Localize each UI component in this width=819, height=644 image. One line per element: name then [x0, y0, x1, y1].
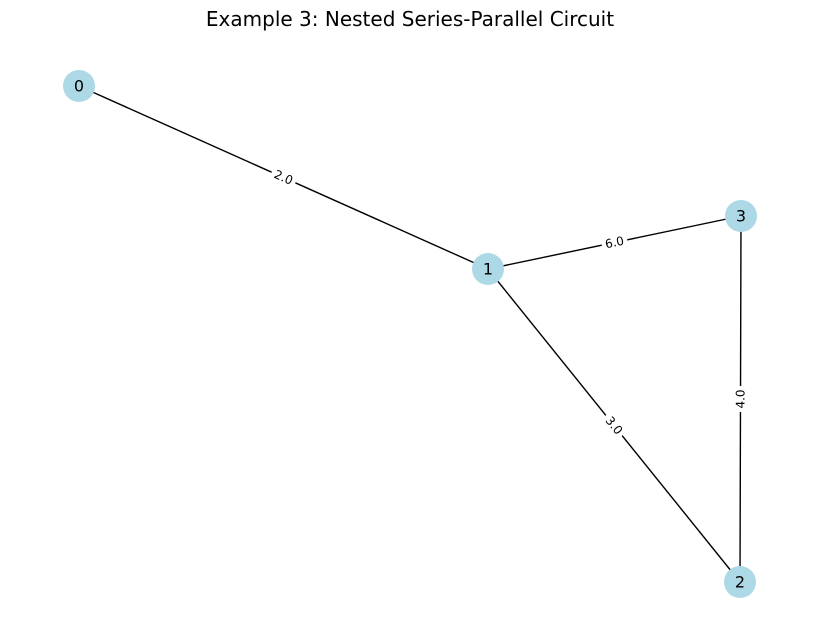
node-circle [63, 70, 95, 102]
edge-label-background [599, 410, 629, 441]
edge-label-1-2: 3.0 [599, 410, 629, 441]
node-circle [472, 253, 504, 285]
nodes-layer: 0 1 2 3 [63, 70, 757, 598]
node-3: 3 [725, 200, 757, 232]
edge-label-background [732, 385, 749, 413]
edge-weight-label: 4.0 [733, 389, 747, 408]
edge-labels-layer: 2.0 6.0 3.0 4.0 [268, 164, 749, 441]
node-circle [724, 566, 756, 598]
node-label: 0 [74, 77, 84, 96]
edge-label-3-2: 4.0 [732, 385, 749, 413]
node-1: 1 [472, 253, 504, 285]
node-circle [725, 200, 757, 232]
edge-label-0-1: 2.0 [268, 164, 299, 191]
figure-title: Example 3: Nested Series-Parallel Circui… [206, 7, 614, 31]
node-0: 0 [63, 70, 95, 102]
edge-label-background [600, 232, 629, 253]
node-label: 3 [736, 207, 746, 226]
node-2: 2 [724, 566, 756, 598]
edge-weight-label: 6.0 [604, 234, 626, 252]
node-label: 1 [483, 260, 493, 279]
edge-label-background [268, 164, 299, 191]
edge-label-1-3: 6.0 [600, 232, 629, 253]
node-label: 2 [735, 573, 745, 592]
edges-layer [78, 85, 742, 583]
